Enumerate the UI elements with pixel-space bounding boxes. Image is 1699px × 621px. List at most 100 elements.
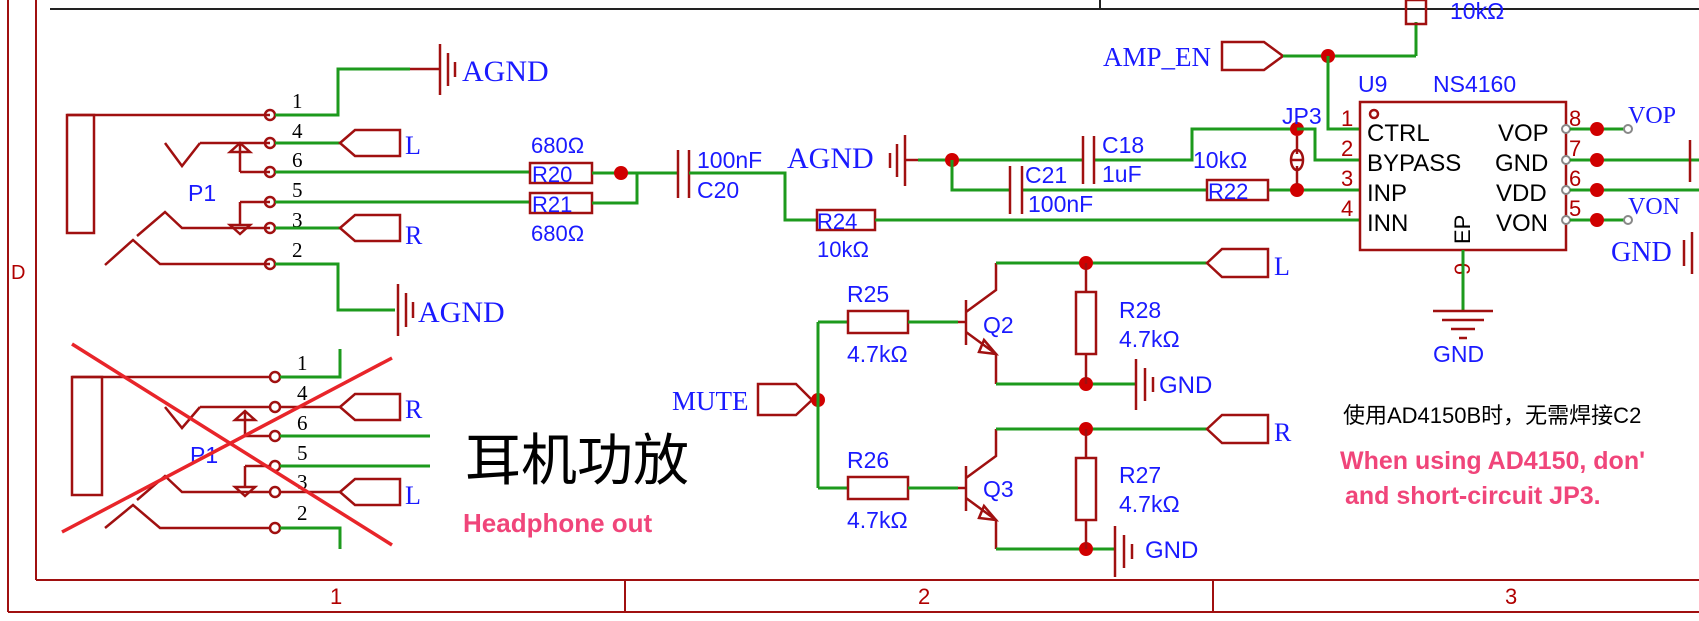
r20-value: 680Ω bbox=[531, 133, 584, 158]
svg-text:VOP: VOP bbox=[1498, 120, 1549, 147]
agnd-top-label: AGND bbox=[462, 55, 549, 88]
c18-ref: C18 bbox=[1102, 132, 1144, 158]
jack-pin-6: 6 bbox=[292, 148, 303, 172]
r27-value: 4.7kΩ bbox=[1119, 491, 1180, 517]
agnd-mid-symbol bbox=[396, 284, 415, 336]
jack-bot-pin-1: 1 bbox=[297, 351, 308, 375]
c21-capacitor bbox=[1008, 166, 1024, 214]
r-out-label: R bbox=[1274, 418, 1292, 447]
l-out-label: L bbox=[1274, 252, 1290, 281]
svg-text:2: 2 bbox=[1341, 136, 1353, 161]
amp-en-label: AMP_EN bbox=[1103, 42, 1211, 72]
c20-ref: C20 bbox=[697, 177, 739, 203]
jack-bot-pin-3: 3 bbox=[297, 470, 308, 494]
svg-text:VDD: VDD bbox=[1496, 180, 1547, 207]
svg-text:6: 6 bbox=[1569, 166, 1581, 191]
q3-ref: Q3 bbox=[983, 476, 1014, 502]
bypass-network-wires bbox=[918, 122, 1360, 197]
u9-left-pins: 1 2 3 4 CTRL BYPASS INP INN bbox=[1341, 106, 1461, 237]
gnd-q2-symbol bbox=[1134, 359, 1155, 410]
q2-ref: Q2 bbox=[983, 312, 1014, 338]
l-bottom-label: L bbox=[405, 481, 421, 510]
c18-value: 1uF bbox=[1102, 161, 1142, 187]
svg-text:7: 7 bbox=[1569, 136, 1581, 161]
gnd-q3-label: GND bbox=[1145, 537, 1198, 564]
r28-ref: R28 bbox=[1119, 297, 1161, 323]
r-top-flag bbox=[338, 213, 402, 243]
jack-bot-pin-5: 5 bbox=[297, 441, 308, 465]
mute-label: MUTE bbox=[672, 386, 749, 416]
jack-bot-pin-6: 6 bbox=[297, 411, 308, 435]
r22-ref: R22 bbox=[1208, 179, 1248, 204]
r25-ref: R25 bbox=[847, 281, 889, 307]
svg-text:5: 5 bbox=[1569, 196, 1581, 221]
u9-part: NS4160 bbox=[1433, 71, 1516, 97]
frame-col-1: 1 bbox=[330, 584, 342, 609]
jack-pin-3: 3 bbox=[292, 208, 303, 232]
jack-pin-5: 5 bbox=[292, 178, 303, 202]
r25-value: 4.7kΩ bbox=[847, 341, 908, 367]
drawing-frame bbox=[7, 0, 1699, 613]
gnd-u9-label: GND bbox=[1433, 341, 1484, 367]
r28-value: 4.7kΩ bbox=[1119, 326, 1180, 352]
jack-p1-bottom bbox=[70, 349, 430, 549]
frame-zone-d: D bbox=[11, 262, 25, 284]
svg-text:INN: INN bbox=[1367, 210, 1408, 237]
svg-text:1: 1 bbox=[1341, 106, 1353, 131]
r-top-value: 10kΩ bbox=[1450, 0, 1504, 24]
q2-transistor bbox=[958, 256, 1207, 391]
c21-ref: C21 bbox=[1025, 162, 1067, 188]
svg-text:CTRL: CTRL bbox=[1367, 120, 1430, 147]
u9-right-pins: VOP GND VDD VON 8 7 6 5 bbox=[1495, 106, 1581, 237]
u9-gnd-symbol bbox=[1433, 250, 1493, 340]
r22-body bbox=[1205, 178, 1270, 202]
u9-ep-name: EP bbox=[1450, 215, 1475, 244]
r21-ref: R21 bbox=[532, 192, 572, 217]
r20-r21-merge-wires bbox=[592, 166, 678, 205]
c20-value: 100nF bbox=[697, 147, 762, 173]
svg-text:GND: GND bbox=[1495, 150, 1548, 177]
frame-col-2: 2 bbox=[918, 584, 930, 609]
jp3-jumper bbox=[1289, 136, 1305, 184]
jack-top-wires bbox=[275, 67, 530, 312]
note-en-line2: and short-circuit JP3. bbox=[1345, 482, 1601, 510]
jack-bot-pin-2: 2 bbox=[297, 501, 308, 525]
jack-bot-pin-4: 4 bbox=[297, 381, 308, 405]
gnd-right-label: GND bbox=[1611, 237, 1672, 268]
c18-capacitor bbox=[1081, 136, 1096, 184]
agnd-top-symbol bbox=[410, 44, 457, 95]
r26-ref: R26 bbox=[847, 447, 889, 473]
headphone-title-en: Headphone out bbox=[463, 508, 653, 538]
svg-text:8: 8 bbox=[1569, 106, 1581, 131]
r26-body bbox=[846, 475, 910, 501]
cross-out-mark bbox=[61, 342, 393, 547]
r24-value: 10kΩ bbox=[817, 237, 869, 262]
l-out-flag bbox=[1205, 247, 1270, 279]
q3-transistor bbox=[958, 422, 1207, 556]
note-en-line1: When using AD4150, don' bbox=[1340, 447, 1645, 475]
svg-text:INP: INP bbox=[1367, 180, 1407, 207]
r25-body bbox=[846, 309, 910, 335]
von-label: VON bbox=[1628, 194, 1680, 220]
jp3-ref: JP3 bbox=[1282, 103, 1322, 129]
p1-top-label: P1 bbox=[188, 180, 216, 206]
r20-ref: R20 bbox=[532, 162, 572, 187]
agnd-c-label: AGND bbox=[787, 142, 874, 175]
frame-col-3: 3 bbox=[1505, 584, 1517, 609]
u9-ref: U9 bbox=[1358, 71, 1387, 97]
u9-pin1-marker bbox=[1368, 108, 1380, 120]
jack-pin-1: 1 bbox=[292, 89, 303, 113]
c21-value: 100nF bbox=[1028, 191, 1093, 217]
c20-capacitor bbox=[676, 150, 817, 222]
svg-text:4: 4 bbox=[1341, 196, 1353, 221]
amp-en-flag bbox=[1220, 0, 1428, 131]
svg-text:3: 3 bbox=[1341, 166, 1353, 191]
jack-pin-4: 4 bbox=[292, 119, 303, 143]
note-cn: 使用AD4150B时，无需焊接C2 bbox=[1343, 403, 1641, 428]
jack-pin-2: 2 bbox=[292, 238, 303, 262]
r21-value: 680Ω bbox=[531, 221, 584, 246]
gnd-q2-label: GND bbox=[1159, 372, 1212, 399]
headphone-title-cn: 耳机功放 bbox=[465, 429, 689, 492]
jack-p1-top bbox=[65, 108, 277, 271]
